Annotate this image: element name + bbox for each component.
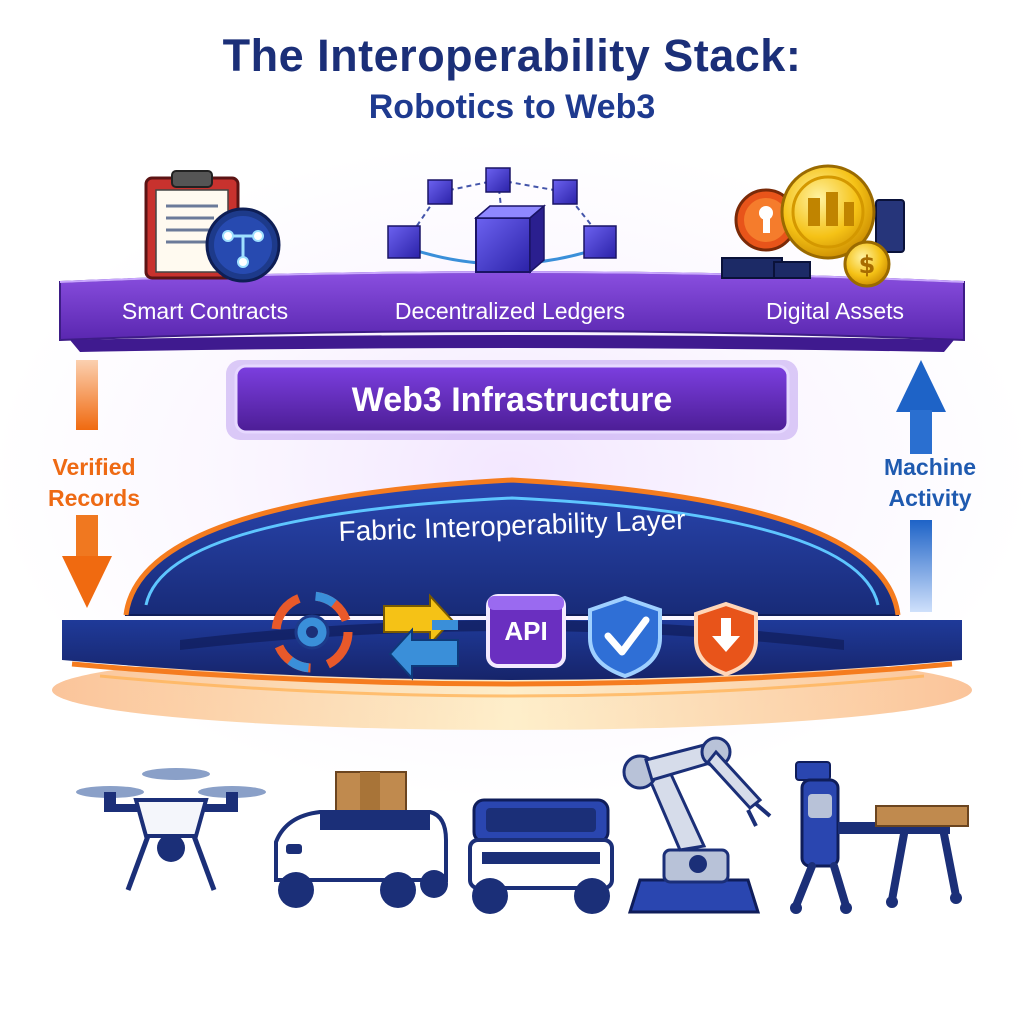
- cargo-robot-icon: [468, 798, 614, 914]
- web3-banner: [226, 360, 798, 440]
- digital-assets-label: Digital Assets: [765, 298, 905, 324]
- verified-records-label: Verified Records: [47, 454, 141, 511]
- shield-download-icon: [694, 601, 758, 677]
- sync-gear-icon: [271, 591, 353, 673]
- quadruped-robot-icon: [790, 761, 969, 914]
- web3-shelf: [59, 271, 965, 352]
- diagram-subtitle: Robotics to Web3: [368, 88, 656, 126]
- api-icon: [486, 594, 566, 668]
- diagram-title: The Interoperability Stack:: [222, 30, 802, 81]
- machine-activity-arrow: [896, 360, 946, 612]
- machine-activity-label: Machine Activity: [883, 454, 977, 511]
- web3-infrastructure-label: Web3 Infrastructure: [351, 381, 673, 419]
- svg-text:$: $: [859, 251, 876, 279]
- robotic-arm-icon: [622, 736, 772, 914]
- api-label: API: [504, 616, 548, 646]
- shield-check-icon: [588, 595, 662, 679]
- delivery-robot-icon: [274, 771, 448, 908]
- verified-records-arrow: [62, 360, 112, 608]
- drone-icon: [76, 768, 266, 891]
- decentralized-ledgers-label: Decentralized Ledgers: [394, 298, 626, 324]
- smart-contracts-label: Smart Contracts: [121, 298, 289, 324]
- gold-coins-icon: $: [721, 164, 905, 288]
- clipboard-network-icon: [144, 170, 281, 283]
- blockchain-cubes-icon: [387, 167, 617, 274]
- exchange-arrows-icon: [383, 593, 459, 681]
